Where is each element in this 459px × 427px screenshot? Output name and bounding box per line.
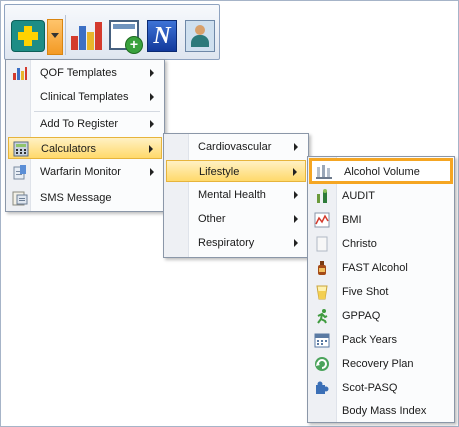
menu-item-label: BMI [342,214,362,226]
main-menu: QOF Templates Clinical Templates Add To … [5,59,165,212]
menu-item-qof-templates[interactable]: QOF Templates [8,62,162,84]
recovery-icon [314,356,330,372]
menu-item-body-mass-index[interactable]: Body Mass Index [310,400,452,422]
menu-item-add-to-register[interactable]: Add To Register [8,113,162,135]
menu-item-label: Warfarin Monitor [40,166,121,178]
activity-icon [314,308,330,324]
calculator-icon [13,141,29,157]
menu-item-label: Recovery Plan [342,358,414,370]
menu-item-label: Lifestyle [199,166,240,178]
menu-item-label: Other [198,213,226,225]
menu-item-label: Christo [342,238,377,250]
menu-item-label: GPPAQ [342,310,381,322]
form-add-icon[interactable]: + [109,20,143,54]
menu-item-scot-pasq[interactable]: Scot-PASQ [310,377,452,399]
menu-item-recovery-plan[interactable]: Recovery Plan [310,353,452,375]
menu-item-label: Add To Register [40,118,119,130]
menu-item-calculators[interactable]: Calculators [8,137,162,159]
menu-item-label: AUDIT [342,190,375,202]
menu-item-respiratory[interactable]: Respiratory [166,232,306,254]
calculators-submenu: Cardiovascular Lifestyle Mental Health O… [163,133,309,258]
submenu-arrow-icon [294,191,298,199]
menu-item-label: Alcohol Volume [344,166,420,178]
menu-item-label: Cardiovascular [198,141,272,153]
alcohol-volume-icon [316,163,332,179]
menu-item-mental-health[interactable]: Mental Health [166,184,306,206]
submenu-arrow-icon [150,120,154,128]
menu-item-alcohol-volume[interactable]: Alcohol Volume [309,158,453,184]
menu-item-label: Five Shot [342,286,389,298]
menu-divider [34,111,160,112]
puzzle-icon [314,380,330,396]
menu-item-label: Scot-PASQ [342,382,398,394]
submenu-arrow-icon [293,168,297,176]
menu-item-pack-years[interactable]: Pack Years [310,329,452,351]
menu-item-label: Respiratory [198,237,255,249]
menu-item-label: Clinical Templates [40,91,129,103]
lifestyle-submenu: Alcohol Volume AUDIT BMI Christo FAST Al… [307,156,455,423]
menu-item-label: Calculators [41,143,97,155]
glass-icon [314,284,330,300]
n-logo-icon[interactable]: N [147,20,177,52]
submenu-arrow-icon [149,145,153,153]
menu-item-christo[interactable]: Christo [310,233,452,255]
submenu-arrow-icon [294,239,298,247]
bmi-chart-icon [314,212,330,228]
submenu-arrow-icon [150,69,154,77]
menu-item-lifestyle[interactable]: Lifestyle [166,160,306,182]
add-dropdown-button[interactable] [47,19,63,55]
toolbar-divider [65,15,66,55]
menu-item-label: SMS Message [40,192,112,204]
bottle-icon [314,260,330,276]
submenu-arrow-icon [294,143,298,151]
submenu-arrow-icon [150,168,154,176]
submenu-arrow-icon [294,215,298,223]
menu-item-gppaq[interactable]: GPPAQ [310,305,452,327]
person-icon[interactable] [185,20,215,52]
menu-item-warfarin-monitor[interactable]: Warfarin Monitor [8,161,162,183]
bar-chart-icon [12,65,28,81]
toolbar: + N [4,4,220,60]
menu-item-label: Pack Years [342,334,398,346]
menu-item-other[interactable]: Other [166,208,306,230]
menu-item-label: Body Mass Index [342,405,427,417]
chevron-down-icon [51,33,59,38]
plus-icon: + [125,36,143,54]
menu-item-sms-message[interactable]: SMS Message [8,187,162,209]
menu-item-audit[interactable]: AUDIT [310,185,452,207]
bar-chart-icon[interactable] [69,20,102,52]
menu-item-clinical-templates[interactable]: Clinical Templates [8,86,162,108]
menu-item-label: FAST Alcohol [342,262,408,274]
menu-item-bmi[interactable]: BMI [310,209,452,231]
menu-item-cardiovascular[interactable]: Cardiovascular [166,136,306,158]
menu-item-label: QOF Templates [40,67,117,79]
add-icon[interactable] [11,20,45,52]
submenu-arrow-icon [150,93,154,101]
calendar-icon [314,332,330,348]
document-icon [314,236,330,252]
menu-item-fast-alcohol[interactable]: FAST Alcohol [310,257,452,279]
audit-icon [314,188,330,204]
sms-icon [12,190,28,206]
warfarin-icon [12,164,28,180]
menu-item-label: Mental Health [198,189,266,201]
menu-item-five-shot[interactable]: Five Shot [310,281,452,303]
